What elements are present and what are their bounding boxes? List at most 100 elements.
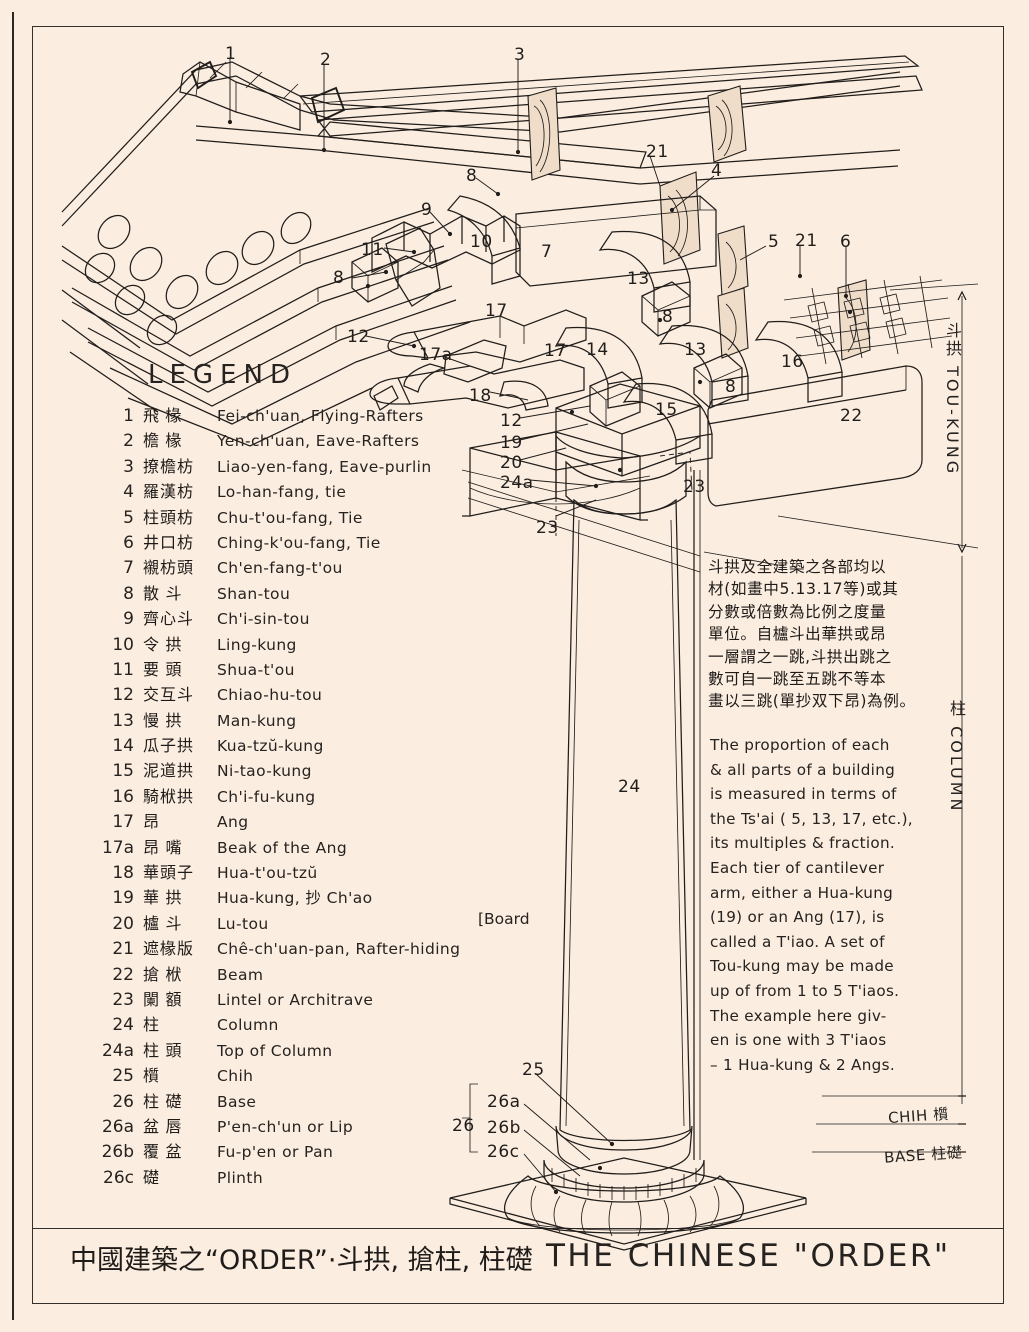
note-english-line: The example here giv- [710, 1006, 887, 1025]
callout-11: 11 [361, 240, 384, 260]
legend-row-romanization: Beak of the Ang [217, 838, 348, 857]
legend-row: 17a 昂 嘴 Beak of the Ang [86, 834, 556, 859]
rafter-hiding-boards [528, 86, 870, 360]
callout-3: 3 [514, 45, 526, 65]
legend-row-number: 2 [123, 431, 134, 452]
callout-23: 23 [683, 477, 706, 497]
legend-row-romanization: Yen-ch'uan, Eave-Rafters [217, 432, 420, 451]
legend-row-romanization: Beam [217, 965, 264, 984]
note-chinese-line: 數可自一跳至五跳不等本 [708, 670, 887, 689]
callout-24: 24 [618, 777, 641, 797]
legend-row-romanization: Chu-t'ou-fang, Tie [217, 508, 363, 527]
tou-kung-label-roman: TOU-KUNG [943, 366, 962, 477]
column-dimension-label: 柱 COLUMN [944, 700, 968, 813]
legend-row-romanization: Hua-kung, 抄 Ch'ao [217, 889, 373, 908]
callout-15: 15 [655, 400, 678, 420]
callout-26b: 26b [487, 1118, 521, 1138]
legend-row-number: 21 [112, 939, 134, 960]
callout-9: 9 [421, 200, 433, 220]
legend-row-extra: [Board [478, 909, 530, 928]
legend-row-number: 15 [112, 761, 134, 782]
callout-5: 5 [768, 232, 780, 252]
legend-row-romanization: Chih [217, 1067, 254, 1086]
ceiling-grid [784, 276, 952, 364]
legend-row-chinese: 齊心斗 [143, 611, 195, 629]
legend-row-romanization: Chiao-hu-tou [217, 686, 323, 705]
note-english-line: Each tier of cantilever [710, 858, 885, 877]
tou-kung-label-cjk: 斗拱 [943, 322, 962, 358]
legend-row-chinese: 昂 嘴 [143, 839, 183, 857]
callout-14: 14 [586, 340, 609, 360]
legend-row-chinese: 襯枋頭 [143, 560, 195, 578]
legend-row-chinese: 井口枋 [143, 534, 195, 552]
note-english-line: the Ts'ai ( 5, 13, 17, etc.), [710, 809, 913, 828]
legend-row-romanization: Lo-han-fang, tie [217, 483, 347, 502]
legend-row-chinese: 華 拱 [143, 890, 183, 908]
legend-row-number: 20 [112, 913, 134, 934]
callout-19: 19 [500, 433, 523, 453]
legend-row-chinese: 飛 椽 [143, 408, 183, 425]
note-english-line: The proportion of each [710, 736, 890, 754]
note-english: The proportion of each& all parts of a b… [710, 733, 942, 1077]
legend-row-chinese: 柱 礎 [143, 1093, 183, 1111]
callout-26a: 26a [487, 1092, 521, 1112]
note-english-line: arm, either a Hua-kung [710, 883, 894, 902]
legend-row-chinese: 柱 頭 [143, 1042, 183, 1060]
note-english-line: en is one with 3 T'iaos [710, 1031, 887, 1050]
legend-row-chinese: 昂 [143, 814, 161, 832]
tou-kung-bracket-set [352, 196, 842, 514]
callout-21: 21 [646, 142, 669, 162]
callout-6: 6 [840, 232, 852, 252]
legend-row-romanization: Lintel or Architrave [217, 990, 374, 1009]
note-chinese-line: 單位。自櫨斗出華拱或昂 [708, 625, 887, 644]
legend-row-number: 26b [101, 1142, 134, 1163]
callout-26: 26 [452, 1116, 475, 1136]
callout-13: 13 [684, 340, 707, 360]
legend-row-number: 26a [101, 1116, 134, 1137]
legend-row-number: 24 [112, 1015, 134, 1036]
legend-row-chinese: 礎 [143, 1169, 161, 1187]
callout-12: 12 [500, 411, 523, 431]
callout-8: 8 [662, 307, 674, 327]
note-chinese-line: 一層謂之一跳,斗拱出跳之 [708, 647, 892, 666]
note-chinese-line: 材(如畫中5.13.17等)或其 [708, 580, 899, 599]
legend-row-number: 17a [101, 837, 134, 858]
note-chinese-line: 分數或倍數為比例之度量 [708, 602, 887, 621]
legend-row-number: 14 [112, 736, 134, 757]
legend-row-chinese: 羅漢枋 [143, 484, 195, 502]
note-english-line: – 1 Hua-kung & 2 Angs. [710, 1055, 895, 1074]
lintel-architrave [462, 432, 650, 536]
legend-row-romanization: Liao-yen-fang, Eave-purlin [217, 457, 432, 476]
legend-row-number: 8 [123, 583, 134, 604]
legend-row-chinese: 撩檐枋 [143, 458, 195, 476]
legend-row-chinese: 騎栿拱 [143, 788, 195, 806]
legend-row-number: 26 [112, 1091, 134, 1112]
legend-row-chinese: 闌 額 [143, 991, 183, 1009]
legend-row-chinese: 覆 盆 [143, 1144, 183, 1162]
callout-8: 8 [333, 268, 345, 288]
legend-row-romanization: Fu-p'en or Pan [217, 1143, 334, 1162]
callout-17a: 17a [419, 345, 453, 365]
